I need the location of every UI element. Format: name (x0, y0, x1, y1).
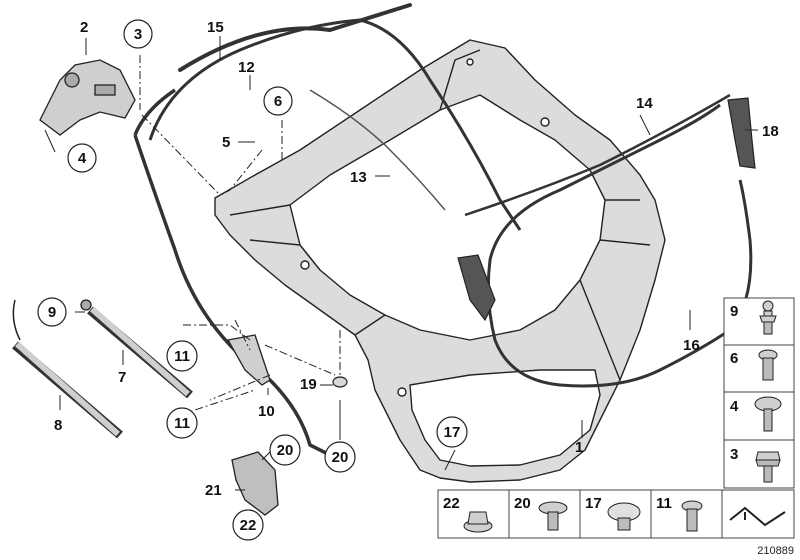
nut-icon (463, 511, 493, 533)
seal-14 (464, 93, 731, 217)
callout-11b-circle (166, 407, 198, 439)
ball-stud-icon (759, 300, 777, 335)
legend-bottom-22: 22 (443, 495, 460, 512)
corner-piece-lower (457, 254, 496, 322)
gas-strut-7 (80, 299, 193, 399)
callout-12: 12 (238, 59, 255, 76)
callout-22: 22 (240, 517, 257, 534)
strip-13 (309, 89, 446, 211)
legend-bottom-17: 17 (585, 495, 602, 512)
legend-right-3: 3 (730, 446, 738, 463)
callout-labels: 1 2 3 4 5 6 7 8 9 10 11 11 12 13 14 15 1… (37, 19, 779, 541)
callout-7: 7 (118, 369, 126, 386)
legend-right: 9 6 4 3 (723, 297, 795, 489)
torx-screw-icon (758, 349, 778, 381)
expanding-rivet-icon (538, 501, 568, 531)
callout-leaders (44, 36, 758, 516)
callout-20a: 20 (332, 449, 349, 466)
callout-15: 15 (207, 19, 224, 36)
callout-20a-circle (324, 441, 356, 473)
legend-right-9: 9 (730, 303, 738, 320)
callout-17-circle (436, 416, 468, 448)
callout-22-circle (232, 509, 264, 541)
bracket-21 (231, 451, 279, 516)
seal-12 (148, 18, 522, 231)
legend-right-6: 6 (730, 350, 738, 367)
legend-bottom: 22 20 17 11 (437, 489, 795, 539)
callout-4-circle (67, 143, 97, 173)
callout-11a-circle (166, 340, 198, 372)
legend-bottom-11: 11 (656, 495, 672, 512)
callout-20b: 20 (277, 442, 294, 459)
legend-right-4: 4 (730, 398, 739, 415)
callout-20b-circle (269, 434, 301, 466)
legend-bottom-20: 20 (514, 495, 531, 512)
hinge-2 (39, 59, 136, 136)
callout-8: 8 (54, 417, 62, 434)
callout-3-circle (123, 19, 153, 49)
callout-1: 1 (575, 439, 583, 456)
hex-bolt-icon (755, 451, 781, 483)
callout-9-circle (37, 297, 67, 327)
callout-13: 13 (350, 169, 367, 186)
callout-9: 9 (48, 304, 56, 321)
callout-6-circle (263, 86, 293, 116)
callout-11a: 11 (174, 348, 190, 365)
callout-5: 5 (222, 134, 230, 151)
bracket-10 (226, 334, 271, 386)
gas-strut-8 (12, 299, 123, 439)
stop-19 (332, 376, 348, 388)
callout-16: 16 (683, 337, 700, 354)
callout-4: 4 (78, 150, 87, 167)
tailgate-frame (214, 39, 666, 483)
callout-17: 17 (444, 424, 461, 441)
screw-icon (681, 500, 703, 532)
clip-icon (607, 502, 641, 531)
callout-11b: 11 (174, 415, 190, 432)
seal-profile-icon (729, 506, 786, 527)
callout-10: 10 (258, 403, 275, 420)
callout-3: 3 (134, 26, 142, 43)
callout-19: 19 (300, 376, 317, 393)
callout-18: 18 (762, 123, 779, 140)
seal-15 (178, 3, 412, 72)
callout-6: 6 (274, 93, 282, 110)
callout-14: 14 (636, 95, 653, 112)
flange-screw-icon (754, 396, 782, 432)
seal-outer (133, 88, 331, 457)
leader-lines (139, 55, 341, 416)
corner-piece-18 (727, 97, 756, 169)
diagram-reference-number: 210889 (757, 545, 794, 557)
callout-21: 21 (205, 482, 222, 499)
callout-2: 2 (80, 19, 88, 36)
